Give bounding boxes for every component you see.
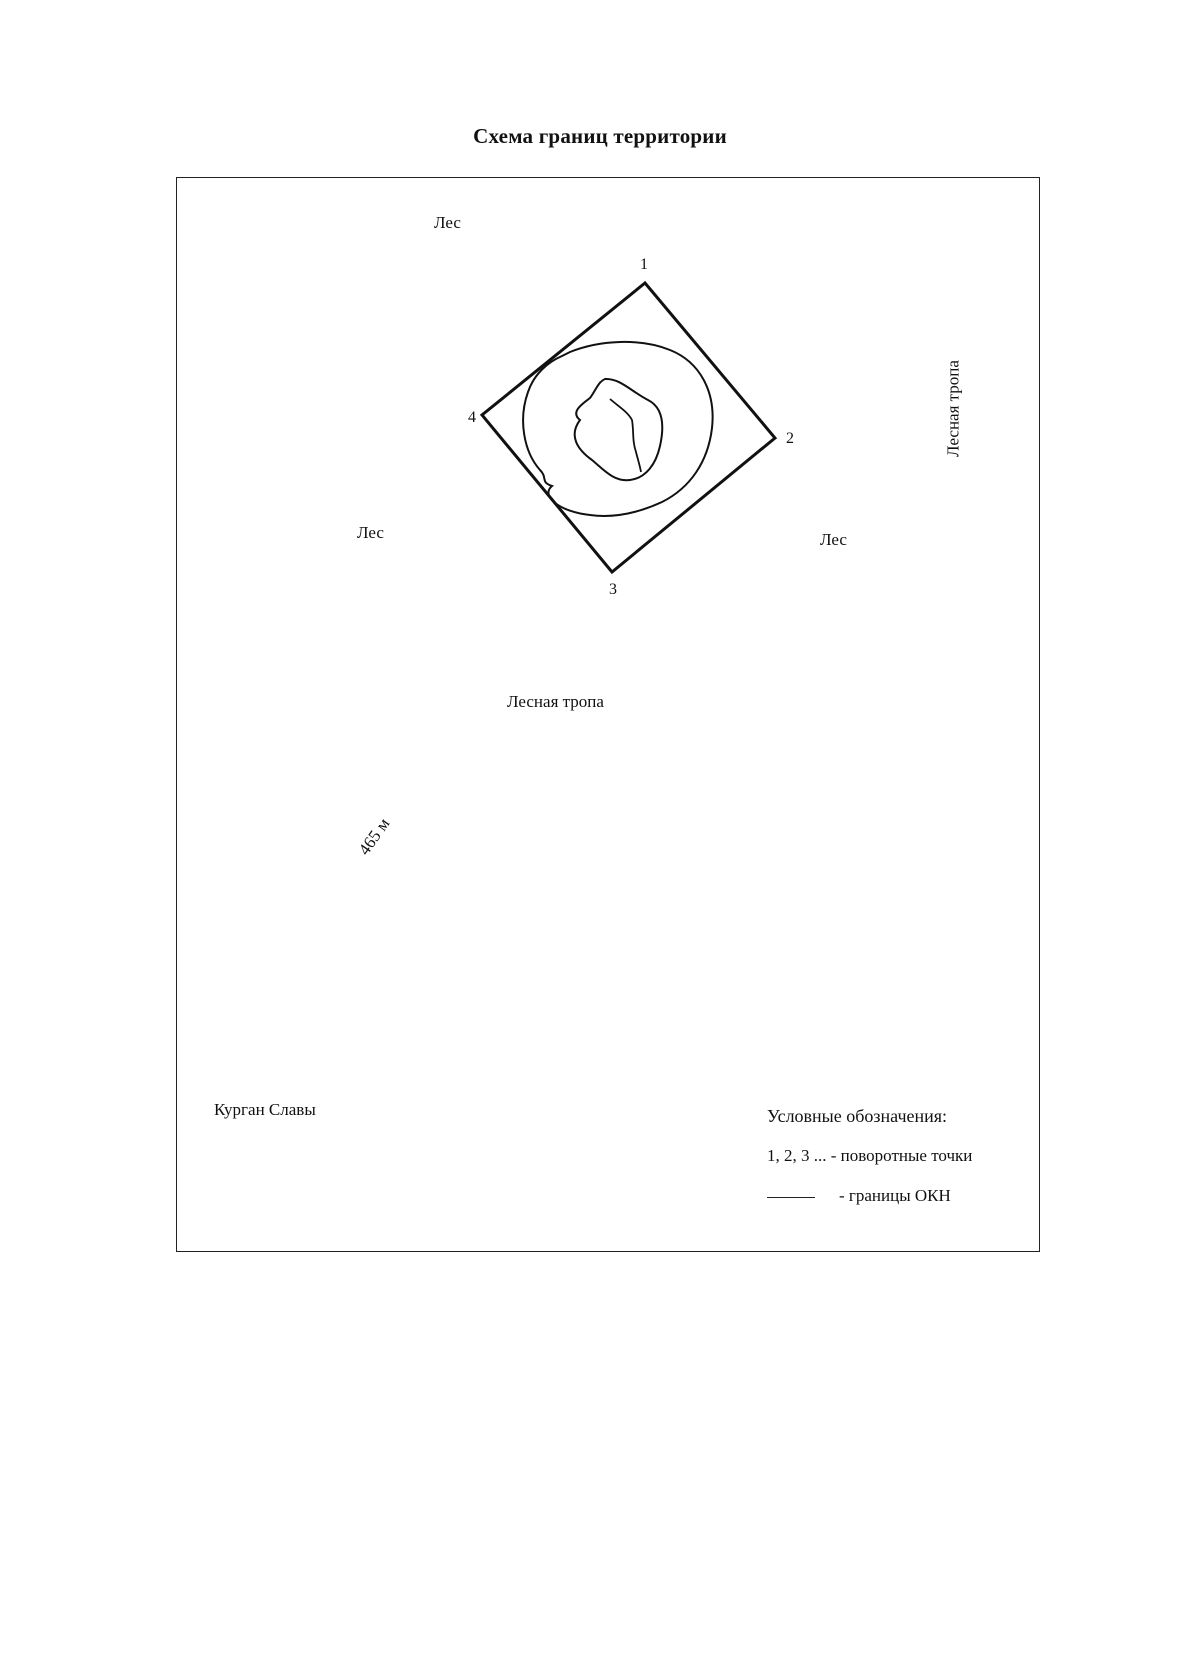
label-trail-bottom: Лесная тропа: [507, 692, 604, 711]
outer-contour: [522, 340, 714, 517]
legend-title: Условные обозначения:: [767, 1106, 948, 1126]
legend-points-row: 1, 2, 3 ... - поворотные точки: [767, 1146, 973, 1165]
inner-contour: [573, 377, 664, 482]
label-trail-right: Лесная тропа: [943, 360, 963, 457]
point-1-label: 1: [640, 256, 648, 273]
okn-boundary: [479, 280, 778, 575]
point-4-label: 4: [468, 409, 476, 426]
legend-line-symbol: [767, 1196, 815, 1198]
map-title: Схема границ территории: [473, 124, 727, 148]
label-forest-left: Лес: [357, 523, 384, 542]
legend-boundary-text: - границы ОКН: [839, 1186, 951, 1205]
label-forest-right: Лес: [820, 530, 847, 549]
legend-boundary-row: - границы ОКН: [767, 1186, 951, 1206]
map-frame: [176, 177, 1040, 1252]
point-3-label: 3: [609, 581, 617, 598]
ridge-line: [609, 398, 642, 473]
label-forest-top: Лес: [434, 213, 461, 232]
point-2-label: 2: [786, 430, 794, 447]
label-kurgan: Курган Славы: [214, 1100, 316, 1119]
